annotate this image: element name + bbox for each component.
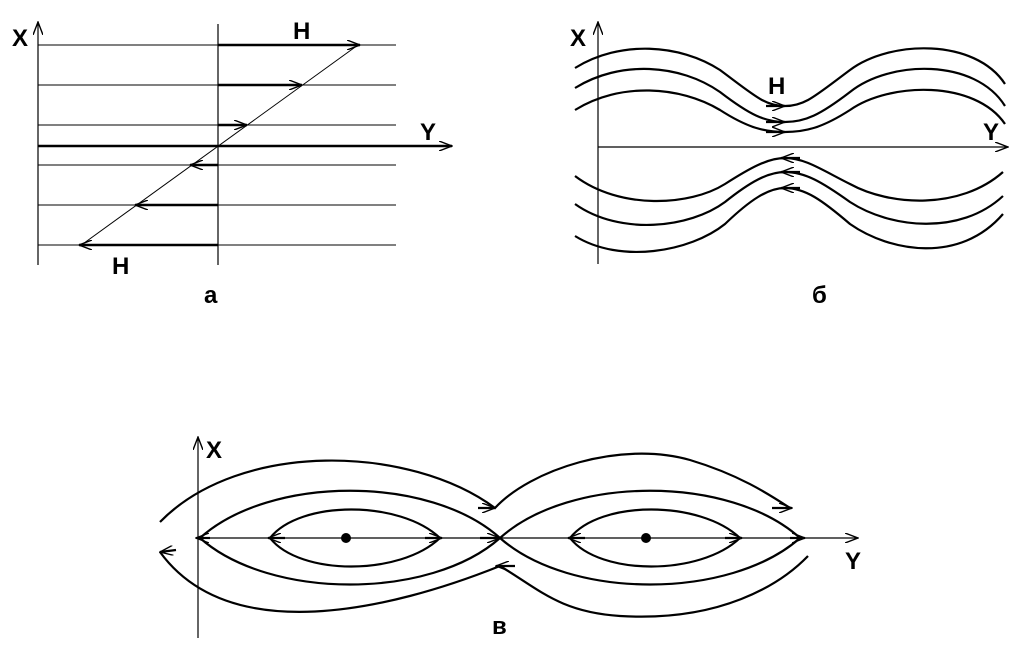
panel-c: X Y в: [160, 437, 861, 640]
panel-a-h-label-top: H: [293, 18, 310, 45]
panel-b-field-lines-upper: [574, 47, 1006, 134]
panel-b: X Y H б: [570, 22, 1008, 309]
panel-a-caption: а: [204, 282, 218, 309]
panel-b-direction-arrows: [766, 106, 800, 188]
panel-a-envelope-line: [79, 44, 359, 247]
panel-c-left-cell: [199, 489, 501, 586]
panel-a-y-label: Y: [420, 119, 436, 146]
panel-c-caption: в: [492, 613, 507, 640]
panel-c-center-point-left: [341, 533, 351, 543]
panel-b-y-label: Y: [983, 119, 999, 146]
panel-c-x-label: X: [206, 437, 222, 464]
panel-b-caption: б: [812, 282, 827, 309]
panel-c-direction-arrows: [160, 508, 805, 566]
panel-b-h-label: H: [768, 73, 785, 100]
panel-a: X Y H H а: [12, 18, 452, 309]
panel-a-h-label-bottom: H: [112, 253, 129, 280]
panel-c-center-point-right: [641, 533, 651, 543]
panel-b-x-label: X: [570, 25, 586, 52]
panel-c-outer-field-lines: [159, 452, 809, 618]
panel-c-y-label: Y: [845, 548, 861, 575]
panel-a-x-label: X: [12, 25, 28, 52]
panel-c-right-cell: [499, 489, 801, 586]
panel-a-field-vectors: [79, 45, 360, 245]
